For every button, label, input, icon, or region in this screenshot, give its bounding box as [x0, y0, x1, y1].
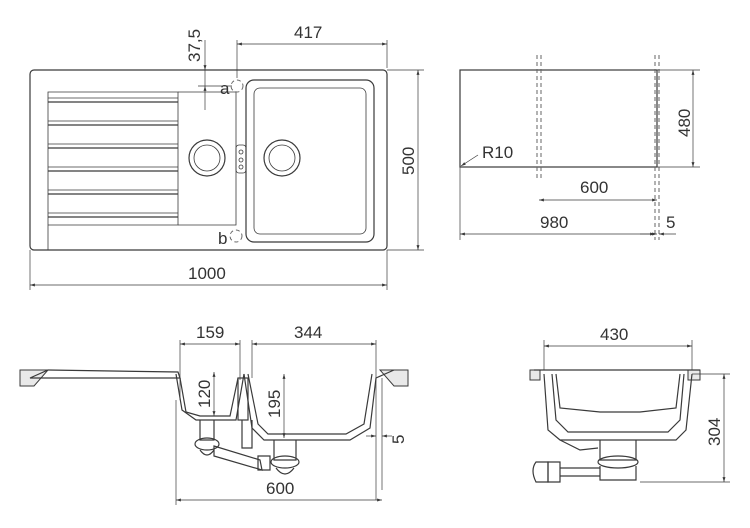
- section-view: 159 344 120 195 5 600: [19, 323, 409, 505]
- sink-outline: [29, 69, 388, 251]
- dim-600-section: 600: [266, 479, 294, 498]
- dim-480: 480: [675, 109, 694, 137]
- main-drain: [263, 139, 301, 177]
- label-a: a: [220, 79, 230, 98]
- dim-195: 195: [265, 390, 284, 418]
- cutout-outline: [459, 69, 658, 168]
- sink-top-view: a b 37,5 417 500 1000: [29, 23, 424, 290]
- dim-37-5: 37,5: [185, 29, 204, 62]
- dim-159: 159: [196, 323, 224, 342]
- dim-430: 430: [600, 325, 628, 344]
- side-bowl-outer: [543, 373, 693, 441]
- dim-1000: 1000: [188, 264, 226, 283]
- tap-hole-b: [229, 229, 243, 243]
- label-b: b: [218, 229, 227, 248]
- side-view: 430 304: [529, 325, 730, 483]
- overflow-pipe: [237, 377, 249, 421]
- small-drain-pipe: [199, 420, 215, 441]
- dim-5-section: 5: [389, 435, 408, 444]
- dim-500: 500: [399, 147, 418, 175]
- dim-r10: R10: [482, 143, 513, 162]
- dim-344: 344: [294, 323, 322, 342]
- side-trap: [547, 461, 561, 483]
- dim-5-cutout: 5: [666, 213, 675, 232]
- tap-hole-a: [230, 79, 244, 93]
- small-bowl-section: [179, 377, 239, 417]
- small-bowl-area: [178, 91, 237, 226]
- countertop-right: [378, 369, 409, 387]
- main-drain-pipe: [273, 440, 297, 461]
- drainer-board: [47, 91, 179, 250]
- side-drain: [599, 440, 637, 461]
- dim-304: 304: [705, 418, 724, 446]
- dim-417: 417: [294, 23, 322, 42]
- side-bowl-inner: [555, 373, 681, 413]
- connecting-pipe: [213, 445, 263, 471]
- cutout-view: R10 480 600 980 5: [459, 55, 700, 240]
- dim-120: 120: [195, 380, 214, 408]
- main-bowl: [245, 79, 375, 243]
- dim-600-cutout: 600: [580, 178, 608, 197]
- small-drain: [188, 139, 226, 177]
- main-bowl-section: [247, 373, 373, 435]
- dim-980: 980: [540, 213, 568, 232]
